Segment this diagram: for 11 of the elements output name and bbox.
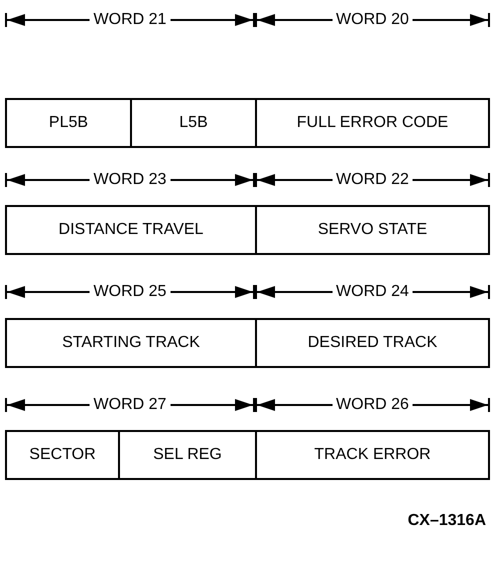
register-field: DESIRED TRACK [255, 318, 490, 368]
register-field: L5B [130, 98, 257, 148]
register-field: DISTANCE TRAVEL [5, 205, 257, 255]
register-field: STARTING TRACK [5, 318, 257, 368]
register-field: SECTOR [5, 430, 120, 480]
register-field: TRACK ERROR [255, 430, 490, 480]
register-field: SERVO STATE [255, 205, 490, 255]
register-field: FULL ERROR CODE [255, 98, 490, 148]
register-field: PL5B [5, 98, 132, 148]
figure-number: CX–1316A [408, 512, 486, 530]
register-field: SEL REG [118, 430, 257, 480]
